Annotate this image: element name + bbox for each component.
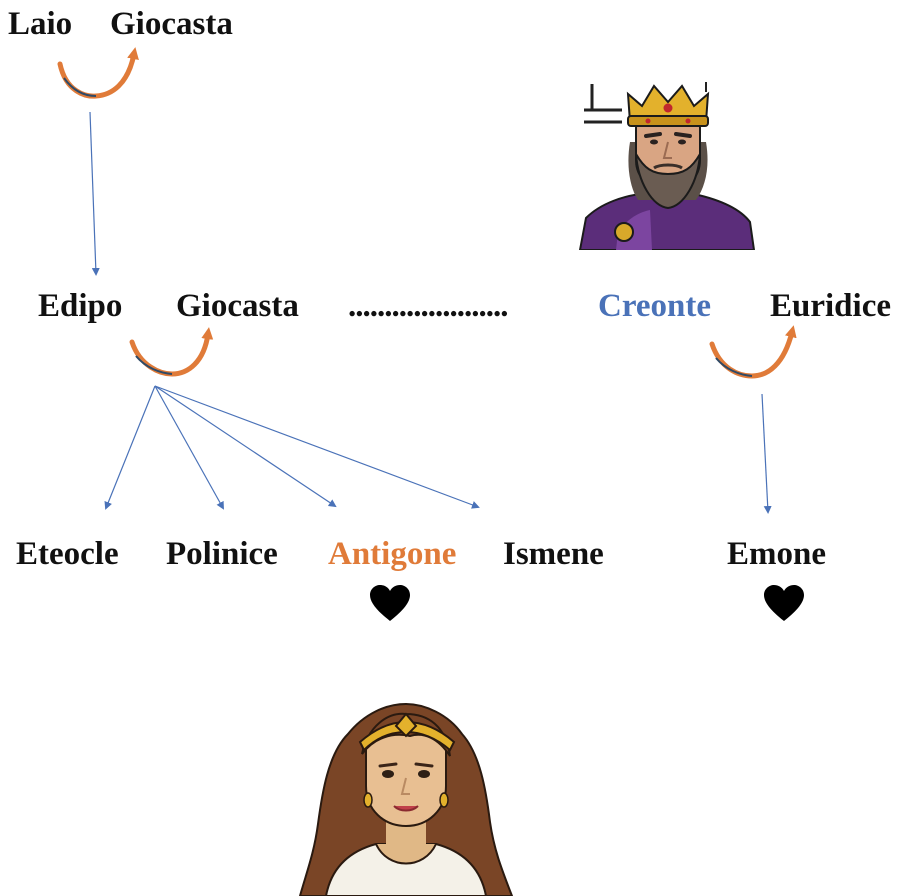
name-emone: Emone xyxy=(727,536,826,572)
arrow-to-ismene xyxy=(154,385,480,509)
heart-icon xyxy=(764,585,804,621)
arrow-laio-giocasta-to-edipo xyxy=(89,111,100,276)
name-eteocle: Eteocle xyxy=(16,536,119,572)
name-ismene: Ismene xyxy=(503,536,604,572)
name-polinice: Polinice xyxy=(166,536,278,572)
marriage-arc-icon xyxy=(129,327,214,377)
king-portrait-icon xyxy=(578,82,756,250)
name-laio: Laio xyxy=(8,6,73,42)
name-creonte: Creonte xyxy=(598,288,712,324)
marriage-arc-icon xyxy=(709,325,797,379)
name-giocasta-top: Giocasta xyxy=(110,6,233,42)
name-giocasta-middle: Giocasta xyxy=(176,288,299,324)
arrow-to-eteocle xyxy=(104,385,156,510)
arrow-to-polinice xyxy=(154,385,224,510)
arrow-to-antigone xyxy=(154,385,337,508)
name-antigone: Antigone xyxy=(328,536,457,572)
name-euridice: Euridice xyxy=(770,288,891,324)
marriage-arc-icon xyxy=(57,47,139,99)
name-edipo: Edipo xyxy=(38,288,123,324)
dotted-separator: ...................... xyxy=(348,288,508,324)
heart-icon xyxy=(370,585,410,621)
arrow-to-emone xyxy=(761,393,772,514)
princess-portrait-icon xyxy=(288,674,524,896)
